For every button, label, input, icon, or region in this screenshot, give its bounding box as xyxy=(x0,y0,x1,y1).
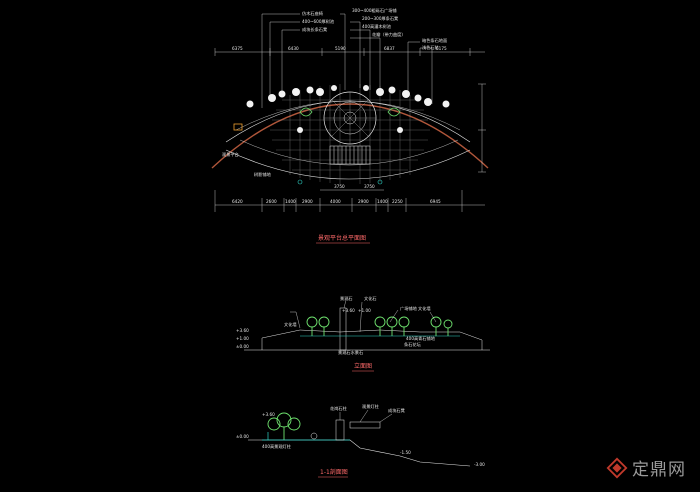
plan-callout-7: 花瓣（带力曲度） xyxy=(372,31,406,38)
elevation-leaders xyxy=(290,299,437,333)
plan-lower-arc xyxy=(225,149,471,180)
plan-steps xyxy=(329,145,371,165)
plan-dim-bottom-8: 2250 xyxy=(392,199,403,204)
plan-dim-bottom-9: 6945 xyxy=(430,199,441,204)
section-leaders xyxy=(339,409,393,423)
plan-dim-bottom-4: 2900 xyxy=(302,199,313,204)
plan-dim-top-2: 6430 xyxy=(288,46,299,51)
plan-dim-bottom-3: 1400 xyxy=(285,199,296,204)
watermark: 定鼎网 xyxy=(606,455,686,480)
plan-dim-bottom-2: 2600 xyxy=(266,199,277,204)
plan-dimension-right xyxy=(478,83,486,173)
plan-dim-bottom-7: 1400 xyxy=(377,199,388,204)
plan-dim-bottom-5: 4000 xyxy=(330,199,341,204)
plan-callout-4: 300~400粗砾石广场铺 xyxy=(352,7,397,14)
plan-title: 景观平台总平面图 xyxy=(318,234,366,242)
section-level-4: -3.00 xyxy=(474,462,485,467)
plan-callout-6: 400高灌木树池 xyxy=(362,23,392,30)
plan-callout-1: 仿木石座椅 xyxy=(302,10,323,17)
plan-view: 仿木石座椅 400~600厚树池 成块长条石凳 300~400粗砾石广场铺 20… xyxy=(211,7,489,244)
section-view: 花岗石柱 观景灯柱 成块石凳 400高景观灯柱 +3.60 ±0.00 -1.5… xyxy=(236,403,485,478)
plan-callout-2: 400~600厚树池 xyxy=(302,18,335,25)
plan-callout-9: 浅色石阶 xyxy=(422,44,440,51)
elevation-label-1: 文化墙 xyxy=(284,321,297,328)
elevation-title: 立面图 xyxy=(354,362,372,370)
elevation-profile xyxy=(261,329,483,350)
elevation-left-level-3: ±0.00 xyxy=(236,344,249,349)
plan-dim-top-5: 6175 xyxy=(436,46,447,51)
section-label-1: 花岗石柱 xyxy=(330,405,348,412)
section-column xyxy=(335,419,345,441)
section-label-3: 成块石凳 xyxy=(388,407,406,414)
section-label-2: 观景灯柱 xyxy=(362,403,380,410)
section-cyan-lines xyxy=(262,432,350,441)
plan-dimension-top xyxy=(214,48,485,56)
plan-dim-top-3: 5190 xyxy=(335,46,346,51)
elevation-view: 文化墙 景观石 文化石 广场铺地 文化墙 +3.60 +1.00 景观石水景石 … xyxy=(236,295,490,372)
elevation-wall xyxy=(339,307,347,351)
section-left-note: 400高景观灯柱 xyxy=(262,443,292,450)
plan-dim-bottom-6: 2900 xyxy=(358,199,369,204)
section-bench xyxy=(349,421,381,429)
elevation-label-3: 文化石 xyxy=(364,295,377,302)
plan-shrubs xyxy=(246,85,450,133)
elevation-left-level-2: +1.00 xyxy=(236,336,249,341)
plan-dimension-bottom xyxy=(214,190,485,212)
elevation-level-1: +3.60 xyxy=(342,308,355,313)
section-lamp xyxy=(310,432,318,440)
section-level-3: -1.50 xyxy=(400,450,411,455)
elevation-trees xyxy=(306,316,453,336)
elevation-lower-label-2: 400高青石铺地 xyxy=(406,335,436,342)
plan-lower-arc-2 xyxy=(239,139,459,166)
section-level-2: ±0.00 xyxy=(236,434,249,439)
watermark-text: 定鼎网 xyxy=(632,460,686,480)
elevation-label-2: 景观石 xyxy=(340,296,353,302)
section-level-1: +3.60 xyxy=(262,412,275,417)
plan-green-elements xyxy=(297,107,401,185)
section-trees xyxy=(267,412,301,440)
elevation-label-4: 广场铺地 xyxy=(400,305,418,312)
plan-callout-leaders xyxy=(261,13,433,108)
plan-inner-arc-2 xyxy=(235,100,461,131)
plan-callout-3: 成块长条石凳 xyxy=(302,26,328,33)
section-title: 1-1剖面图 xyxy=(320,468,348,476)
plan-bottom-left-label: 树影铺地 xyxy=(254,171,272,178)
elevation-lower-label-1: 景观石水景石 xyxy=(338,349,363,356)
zhulong-logo-icon xyxy=(606,457,628,478)
elevation-level-2: +1.00 xyxy=(358,308,371,313)
plan-left-label: 观景平台 xyxy=(222,151,239,158)
elevation-lower-label-3: 条石花坛 xyxy=(404,341,421,348)
plan-callout-8: 暗色条石地面 xyxy=(422,37,447,44)
plan-marker-square xyxy=(233,123,243,131)
plan-dim-center-2: 3750 xyxy=(364,184,375,189)
plan-dim-top-4: 6837 xyxy=(384,46,395,51)
plan-dim-top-1: 6375 xyxy=(232,46,243,51)
plan-dim-bottom-1: 6420 xyxy=(232,199,243,204)
plan-callout-5: 200~300厚条石凳 xyxy=(362,15,399,22)
elevation-left-level-1: +3.60 xyxy=(236,328,249,333)
plan-dim-center-1: 3750 xyxy=(334,184,345,189)
plan-radial-lines xyxy=(324,92,376,144)
plan-inner-arc-1 xyxy=(225,100,471,143)
elevation-label-5: 文化墙 xyxy=(418,305,431,312)
